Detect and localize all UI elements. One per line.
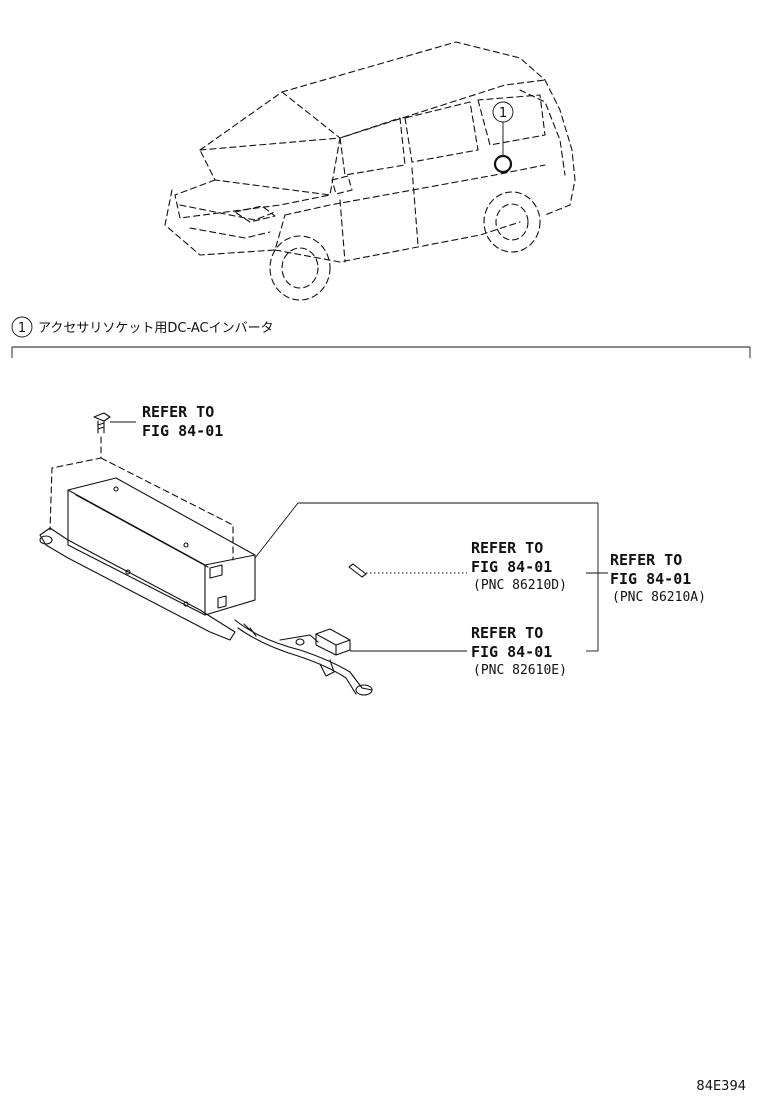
caption-number: 1 xyxy=(18,321,26,336)
bolt-ref-line1: REFER TO xyxy=(142,403,214,421)
connector-ref-line2: FIG 84-01 xyxy=(471,643,552,661)
figure-code: 84E394 xyxy=(696,1079,746,1094)
vehicle-callout-number: 1 xyxy=(499,106,507,121)
plug-ref-pnc: (PNC 86210D) xyxy=(473,578,567,593)
bolt-icon xyxy=(93,412,136,434)
plug-ref-line1: REFER TO xyxy=(471,539,543,557)
part-caption: 1 アクセサリソケット用DC-ACインバータ xyxy=(11,316,274,338)
inverter-assembly-drawing xyxy=(39,436,373,696)
plug-icon xyxy=(348,563,467,578)
assembly-ref-line1: REFER TO xyxy=(610,551,682,569)
bolt-ref-line2: FIG 84-01 xyxy=(142,422,223,440)
assembly-ref-line2: FIG 84-01 xyxy=(610,570,691,588)
connector-icon xyxy=(315,628,467,656)
connector-ref-pnc: (PNC 82610E) xyxy=(473,663,567,678)
connector-ref-line1: REFER TO xyxy=(471,624,543,642)
location-marker xyxy=(493,154,513,174)
plug-ref-line2: FIG 84-01 xyxy=(471,558,552,576)
caption-text: アクセサリソケット用DC-ACインバータ xyxy=(38,321,274,336)
assembly-ref-pnc: (PNC 86210A) xyxy=(612,590,706,605)
vehicle-callout-circle xyxy=(492,101,514,123)
vehicle-illustration: 1 xyxy=(164,41,576,301)
section-bracket xyxy=(11,346,751,358)
caption-number-circle xyxy=(11,316,33,338)
assembly-leader xyxy=(254,502,608,652)
